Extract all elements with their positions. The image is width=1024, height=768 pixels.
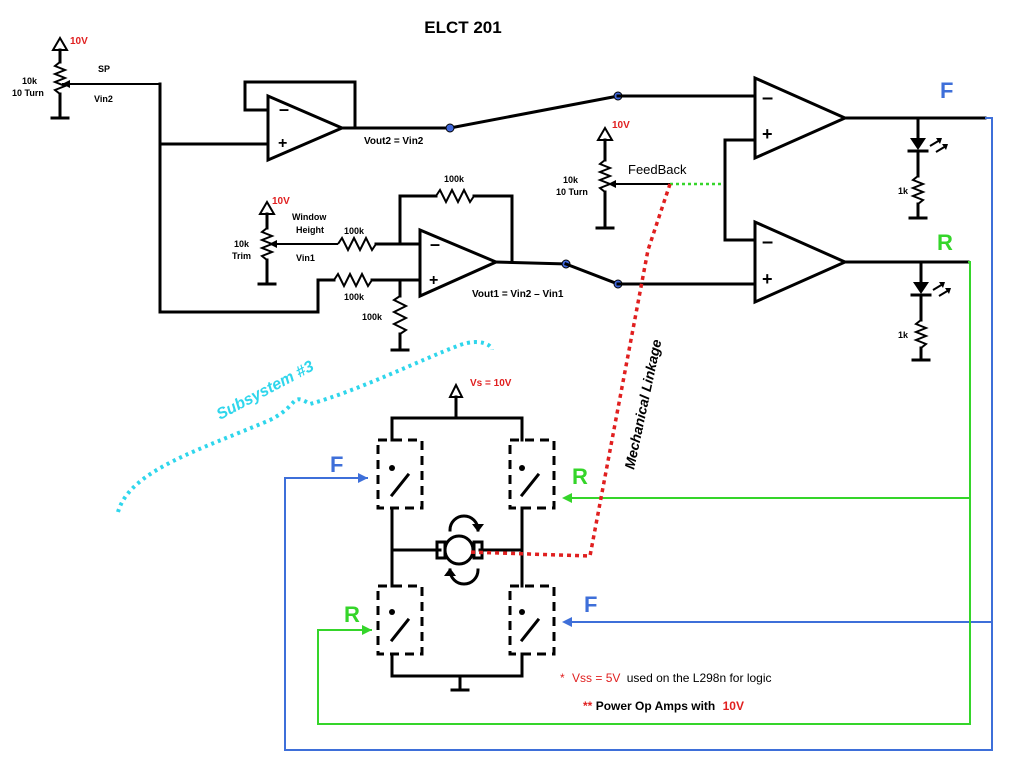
node-vout2 bbox=[445, 123, 455, 133]
svg-text:Trim: Trim bbox=[232, 251, 251, 261]
hbridge-top-left-label: F bbox=[330, 452, 343, 477]
setpoint-potentiometer: 10V 10k 10 Turn SP Vin2 bbox=[12, 36, 160, 120]
svg-text:–: – bbox=[279, 99, 289, 119]
svg-text:+: + bbox=[429, 272, 438, 289]
svg-text:Window: Window bbox=[292, 212, 327, 222]
feedback-potentiometer: 10V 10k 10 Turn FeedBack bbox=[556, 120, 725, 230]
svg-text:10k: 10k bbox=[563, 175, 579, 185]
hbridge-top-right-label: R bbox=[572, 464, 588, 489]
diagram-title: ELCT 201 bbox=[424, 18, 501, 37]
hbridge-bottom-right-label: F bbox=[584, 592, 597, 617]
feedback-label: FeedBack bbox=[628, 162, 687, 177]
difference-amplifier: 100k 100k – + 100k 100k Vout1 = Vin2 – V… bbox=[316, 174, 568, 352]
opamp-buffer: – + Vout2 = Vin2 bbox=[243, 80, 452, 163]
h-bridge: Vs = 10V bbox=[330, 378, 597, 692]
svg-text:–: – bbox=[762, 87, 773, 109]
svg-text:10 Turn: 10 Turn bbox=[556, 187, 588, 197]
motor-icon bbox=[435, 514, 484, 586]
notes: * Vss = 5V used on the L298n for logic *… bbox=[560, 671, 772, 713]
window-supply-label: 10V bbox=[272, 196, 290, 207]
sp-turns-label: 10 Turn bbox=[12, 88, 44, 98]
svg-text:1k: 1k bbox=[898, 330, 909, 340]
subsystem-boundary bbox=[116, 340, 494, 513]
sp-supply-label: 10V bbox=[70, 36, 88, 47]
svg-text:100k: 100k bbox=[344, 226, 365, 236]
svg-text:+: + bbox=[278, 135, 287, 152]
svg-text:–: – bbox=[762, 231, 773, 253]
vout2-label: Vout2 = Vin2 bbox=[364, 136, 424, 147]
sp-signal-label: Vin2 bbox=[94, 94, 113, 104]
led-forward: 1k bbox=[898, 116, 948, 220]
svg-text:100k: 100k bbox=[444, 174, 465, 184]
mechanical-linkage-line bbox=[467, 183, 672, 558]
svg-text:Vin1: Vin1 bbox=[296, 253, 315, 263]
sp-wiper-label: SP bbox=[98, 64, 110, 74]
sp-value-label: 10k bbox=[22, 76, 38, 86]
note-vss: * Vss = 5V used on the L298n for logic bbox=[560, 671, 772, 685]
svg-text:+: + bbox=[762, 124, 773, 144]
svg-text:10V: 10V bbox=[612, 120, 630, 131]
subsystem-label: Subsystem #3 bbox=[214, 358, 317, 424]
svg-text:1k: 1k bbox=[898, 186, 909, 196]
svg-text:100k: 100k bbox=[344, 292, 365, 302]
comparator-reverse: – + R bbox=[753, 219, 970, 305]
svg-text:–: – bbox=[430, 234, 440, 254]
output-f-label: F bbox=[940, 78, 953, 103]
signal-wire-r bbox=[317, 261, 971, 725]
svg-text:Height: Height bbox=[296, 225, 324, 235]
supply-arrow-icon bbox=[51, 36, 69, 51]
signal-wire-f bbox=[284, 117, 993, 751]
svg-text:+: + bbox=[762, 269, 773, 289]
comparator-forward: – + F bbox=[753, 75, 987, 161]
svg-text:100k: 100k bbox=[362, 312, 383, 322]
hbridge-supply-label: Vs = 10V bbox=[470, 378, 512, 389]
supply-arrow-icon bbox=[448, 382, 464, 398]
svg-text:10k: 10k bbox=[234, 239, 250, 249]
led-reverse: 1k bbox=[898, 260, 951, 362]
window-potentiometer: 10V 10k Trim Window Height Vin1 bbox=[232, 196, 338, 286]
note-power-opamps: ** Power Op Amps with 10V bbox=[583, 699, 744, 713]
supply-arrow-icon bbox=[596, 126, 614, 141]
sp-resistor bbox=[52, 61, 68, 95]
output-r-label: R bbox=[937, 230, 953, 255]
vout1-label: Vout1 = Vin2 – Vin1 bbox=[472, 289, 564, 300]
hbridge-bottom-left-label: R bbox=[344, 602, 360, 627]
